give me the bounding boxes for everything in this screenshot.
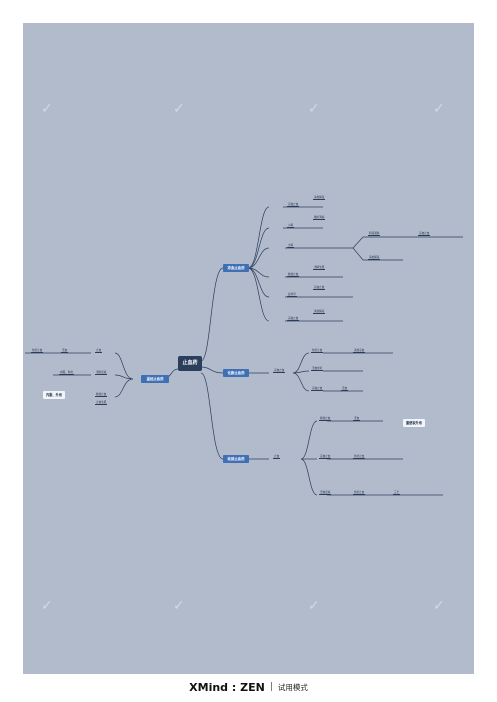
topic-label[interactable]: 凉血止血 <box>311 387 324 391</box>
callout-note: 童便炭外用 <box>403 419 425 427</box>
divider: | <box>269 682 273 692</box>
main-topic-2[interactable]: 化瘀止血药 <box>223 369 249 377</box>
topic-label[interactable]: 凉血止血 <box>273 369 286 373</box>
topic-label[interactable]: 散瘀消痈 <box>313 216 326 220</box>
topic-label[interactable]: 益母草 <box>287 293 297 297</box>
watermark-icon: ✓ <box>41 598 53 614</box>
topic-label[interactable]: 凉血止血 <box>287 317 300 321</box>
topic-label[interactable]: 化瘀止血 <box>353 491 366 495</box>
watermark-icon: ✓ <box>41 101 53 117</box>
watermark-icon: ✓ <box>308 101 320 117</box>
topic-label[interactable]: 凉血止血 <box>418 232 431 236</box>
topic-label[interactable]: 收敛止血 <box>287 273 300 277</box>
main-topic-4[interactable]: 温经止血药 <box>141 375 169 383</box>
watermark-icon: ✓ <box>308 598 320 614</box>
topic-label[interactable]: 小蓟 <box>287 224 295 228</box>
topic-label[interactable]: 三七 <box>393 491 401 495</box>
topic-label[interactable]: 收敛止血 <box>319 417 332 421</box>
mindmap-canvas[interactable]: ✓ ✓ ✓ ✓ ✓ ✓ ✓ ✓ <box>23 23 474 674</box>
watermark-icon: ✓ <box>433 101 445 117</box>
topic-label[interactable]: 止血 <box>273 455 281 459</box>
connector-lines <box>25 206 463 496</box>
topic-label[interactable]: 清热解毒 <box>313 310 326 314</box>
topic-label[interactable]: 化瘀止血 <box>311 349 324 353</box>
topic-label[interactable]: 清热凉血 <box>353 349 366 353</box>
watermark-icon: ✓ <box>173 101 185 117</box>
topic-label[interactable]: 清热解毒 <box>368 256 381 260</box>
topic-label[interactable]: 化瘀止血 <box>353 455 366 459</box>
topic-label[interactable]: 内服、外用 <box>59 371 74 375</box>
topic-label[interactable]: 清热解毒 <box>313 196 326 200</box>
topic-label[interactable]: 活血 <box>341 387 349 391</box>
topic-label[interactable]: 收敛止血 <box>95 393 108 397</box>
topic-label[interactable]: 活血 <box>61 349 69 353</box>
topic-label[interactable]: 活血 <box>353 417 361 421</box>
root-topic[interactable]: 止血药 <box>178 356 202 371</box>
topic-label[interactable]: 大蓟 <box>287 244 295 248</box>
topic-label[interactable]: 活血化瘀 <box>311 367 324 371</box>
watermark-icon: ✓ <box>173 598 185 614</box>
main-topic-3[interactable]: 收敛止血药 <box>223 455 249 463</box>
mode-label: 试用模式 <box>277 682 308 692</box>
topic-label[interactable]: 消肿生肌 <box>313 266 326 270</box>
brand-logo: XMind : ZEN <box>189 680 265 694</box>
main-topic-1[interactable]: 凉血止血药 <box>223 264 249 272</box>
callout-note: 内服、外用 <box>43 391 65 399</box>
footer-bar: XMind : ZEN | 试用模式 <box>0 680 497 694</box>
topic-label[interactable]: 消肿定痛 <box>95 371 108 375</box>
topic-label[interactable]: 凉血止血 <box>319 455 332 459</box>
topic-label[interactable]: 止血生肌 <box>95 401 108 405</box>
topic-label[interactable]: 止血 <box>95 349 103 353</box>
topic-label[interactable]: 凉血止血 <box>313 286 326 290</box>
topic-label[interactable]: 活血定痛 <box>319 491 332 495</box>
topic-label[interactable]: 凉血止血 <box>287 203 300 207</box>
watermark-icon: ✓ <box>433 598 445 614</box>
topic-label[interactable]: 化瘀止血 <box>31 349 44 353</box>
topic-label[interactable]: 利尿通淋 <box>368 232 381 236</box>
